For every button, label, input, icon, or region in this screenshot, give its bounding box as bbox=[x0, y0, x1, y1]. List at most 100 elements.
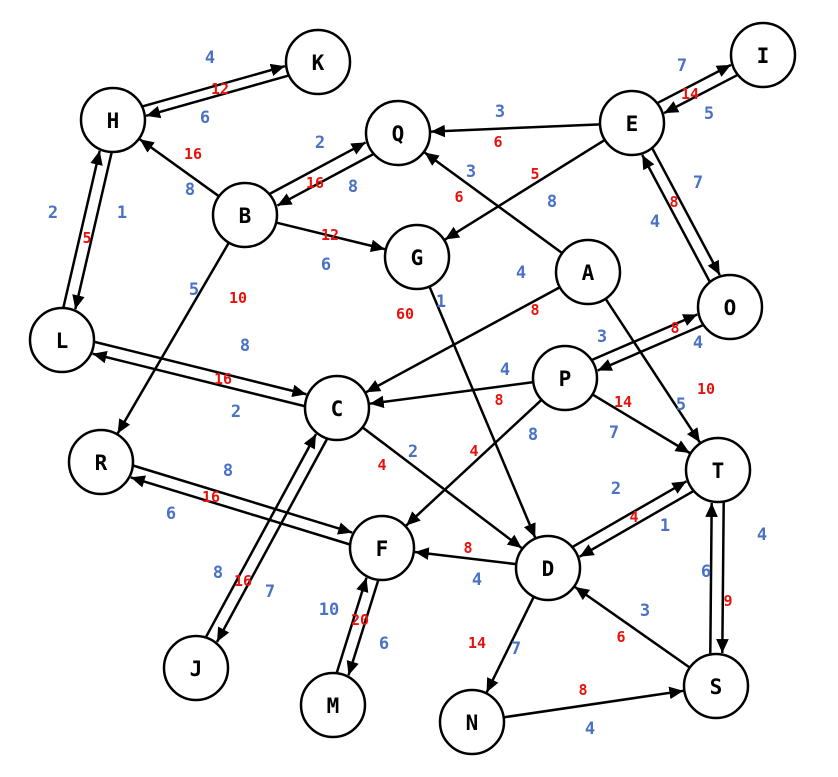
edge-f-to-r bbox=[130, 475, 351, 546]
edge-q-to-b bbox=[276, 153, 374, 207]
edge-weight-blue-l-c: 2 bbox=[231, 402, 241, 422]
node-a: A bbox=[554, 238, 622, 306]
node-t: T bbox=[684, 436, 752, 504]
node-label: H bbox=[107, 109, 120, 133]
edge-weight-blue-e-g: 8 bbox=[547, 192, 557, 212]
edge-s-to-t bbox=[705, 502, 718, 654]
edge-weight-blue-b-q: 2 bbox=[315, 133, 325, 153]
node-circle bbox=[554, 238, 622, 306]
node-circle bbox=[211, 181, 279, 249]
node-label: S bbox=[710, 675, 723, 699]
node-label: G bbox=[411, 246, 424, 270]
node-c: C bbox=[303, 374, 371, 442]
edge-o-to-p bbox=[597, 324, 704, 372]
node-label: K bbox=[312, 51, 325, 75]
edge-weight-red-e-i: 14 bbox=[681, 85, 699, 103]
edge-weight-blue-a-c: 4 bbox=[516, 263, 526, 283]
edge-weight-red-t-d: 4 bbox=[629, 508, 638, 526]
node-circle bbox=[598, 89, 666, 157]
edge-t-to-d bbox=[578, 490, 694, 558]
edge-weight-blue-a-t: 5 bbox=[676, 395, 686, 415]
edge-weight-red-p-c: 8 bbox=[494, 391, 503, 409]
node-circle bbox=[729, 21, 797, 89]
edge-weight-red-e-o: 8 bbox=[669, 193, 678, 211]
node-q: Q bbox=[364, 99, 432, 167]
edge-b-to-r bbox=[116, 242, 230, 435]
edge-a-to-t bbox=[604, 298, 701, 444]
node-m: M bbox=[299, 671, 367, 739]
edge-weight-red-a-q: 6 bbox=[454, 188, 463, 206]
edge-weight-blue-d-t: 1 bbox=[660, 516, 670, 536]
edge-weight-blue-e-i: 7 bbox=[677, 56, 687, 76]
node-circle bbox=[531, 344, 599, 412]
edge-weight-blue-o-p: 4 bbox=[693, 333, 703, 353]
edge-l-to-c bbox=[94, 340, 307, 398]
edge-weight-red-c-j: 16 bbox=[234, 572, 252, 590]
edge-weight-red-c-d: 4 bbox=[377, 456, 386, 474]
node-circle bbox=[79, 86, 147, 154]
edge-weight-blue-b-h: 8 bbox=[185, 180, 195, 200]
node-l: L bbox=[28, 306, 96, 374]
node-circle bbox=[383, 223, 451, 291]
edge-d-to-t bbox=[572, 480, 688, 548]
node-i: I bbox=[729, 21, 797, 89]
edge-weight-blue-h-k: 6 bbox=[200, 108, 210, 128]
edge-weight-red-b-q: 16 bbox=[306, 174, 324, 192]
node-label: O bbox=[724, 296, 737, 320]
edge-c-to-d bbox=[361, 426, 523, 550]
node-label: N bbox=[466, 711, 479, 735]
edge-p-to-f bbox=[405, 398, 543, 527]
node-b: B bbox=[211, 181, 279, 249]
node-circle bbox=[284, 28, 352, 96]
edge-c-to-j bbox=[215, 438, 329, 643]
edge-weight-red-a-c: 8 bbox=[530, 301, 539, 319]
node-k: K bbox=[284, 28, 352, 96]
edge-weight-red-h-l: 5 bbox=[82, 229, 91, 247]
edge-weight-blue-s-t: 6 bbox=[701, 562, 711, 582]
edge-weight-blue-g-d: 1 bbox=[436, 292, 446, 312]
edge-weight-red-s-d: 6 bbox=[616, 628, 625, 646]
edge-s-to-d bbox=[574, 585, 691, 669]
edge-weight-blue-q-b: 8 bbox=[348, 177, 358, 197]
edge-a-to-q bbox=[423, 151, 563, 255]
edge-weight-blue-b-g: 6 bbox=[321, 255, 331, 275]
edge-weight-blue-e-o: 4 bbox=[650, 212, 660, 232]
edge-weight-blue-i-e: 5 bbox=[704, 104, 714, 124]
edge-weight-blue-n-s: 4 bbox=[585, 719, 595, 739]
edge-weight-blue-p-f: 8 bbox=[528, 425, 538, 445]
edge-weight-red-g-d: 60 bbox=[396, 305, 414, 323]
edge-weight-red-n-s: 8 bbox=[578, 681, 587, 699]
node-circle bbox=[67, 428, 135, 496]
edge-weight-red-a-t: 10 bbox=[697, 380, 715, 398]
edge-weight-red-c-l: 16 bbox=[214, 370, 232, 388]
edge-weight-blue-t-s: 4 bbox=[757, 525, 767, 545]
edge-i-to-e bbox=[663, 73, 738, 115]
edge-weight-blue-p-o: 3 bbox=[597, 327, 607, 347]
node-label: F bbox=[376, 537, 389, 561]
edge-weight-red-b-h: 16 bbox=[184, 145, 202, 163]
edge-weight-blue-r-f: 8 bbox=[223, 461, 233, 481]
edge-weight-red-r-f: 16 bbox=[202, 488, 220, 506]
node-label: J bbox=[190, 657, 203, 681]
edge-weight-blue-b-r: 5 bbox=[189, 280, 199, 300]
edge-n-to-s bbox=[503, 686, 684, 719]
node-s: S bbox=[682, 652, 750, 720]
edge-h-to-k bbox=[142, 63, 286, 108]
edge-weight-red-e-g: 5 bbox=[530, 165, 539, 183]
node-label: A bbox=[582, 261, 595, 285]
edge-weight-red-b-r: 10 bbox=[229, 289, 247, 307]
edge-p-to-o bbox=[591, 313, 698, 361]
edge-o-to-e bbox=[641, 154, 711, 283]
node-o: O bbox=[696, 273, 764, 341]
edge-p-to-c bbox=[369, 380, 534, 409]
edge-a-to-c bbox=[365, 286, 561, 394]
edge-weight-blue-o-e: 7 bbox=[693, 173, 703, 193]
node-circle bbox=[28, 306, 96, 374]
edge-e-to-g bbox=[444, 138, 606, 241]
edges-layer bbox=[62, 63, 738, 719]
node-circle bbox=[348, 514, 416, 582]
edge-weight-red-p-o: 8 bbox=[670, 319, 679, 337]
edge-weight-red-e-q: 6 bbox=[493, 133, 502, 151]
edge-weight-blue-d-n: 7 bbox=[511, 639, 521, 659]
